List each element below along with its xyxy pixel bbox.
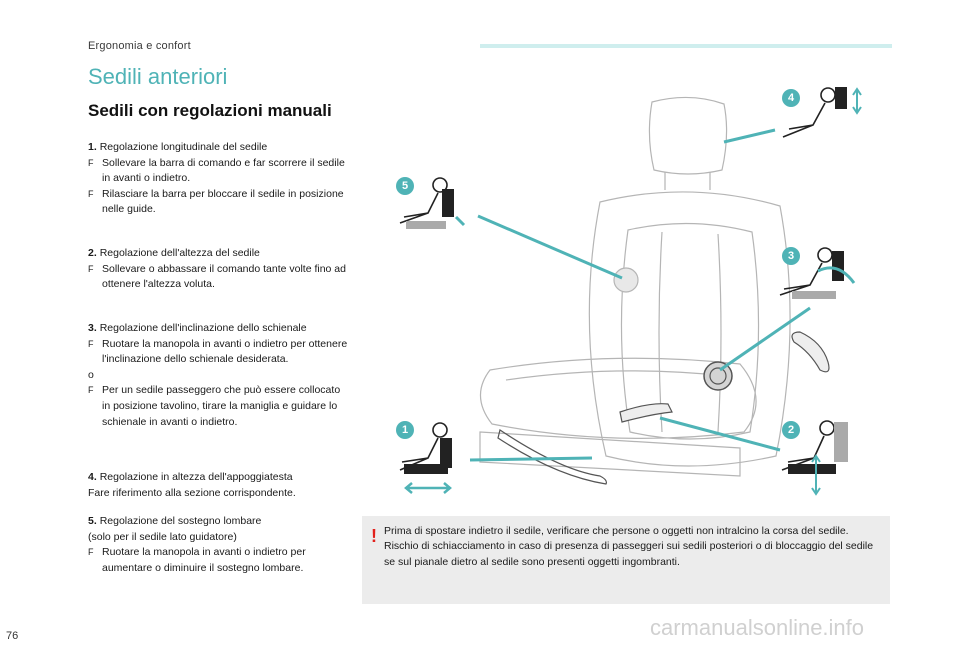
item-1-step-1: Sollevare la barra di comando e far scor… xyxy=(102,156,345,185)
bullet-icon: F xyxy=(88,188,94,199)
warning-box: ! Prima di spostare indietro il sedile, … xyxy=(362,516,890,604)
section-label: Ergonomia e confort xyxy=(88,40,191,52)
warning-icon: ! xyxy=(371,526,377,546)
backrest-shape xyxy=(588,191,791,467)
item-5-title: Regolazione del sostegno lombare xyxy=(99,515,262,527)
footer-watermark: carmanualsonline.info xyxy=(650,615,865,640)
bullet-icon: F xyxy=(88,338,94,349)
warning-line-1: Prima di spostare indietro il sedile, ve… xyxy=(384,525,849,537)
item-5-num: 5. xyxy=(88,515,97,527)
item-2-step-1: Sollevare o abbassare il comando tante v… xyxy=(102,262,346,291)
item-4-text: Fare riferimento alla sezione corrispond… xyxy=(88,486,296,499)
item-3: 3. Regolazione dell'inclinazione dello s… xyxy=(88,321,350,430)
callout-2: 2 xyxy=(782,421,800,439)
callout-5: 5 xyxy=(396,177,414,195)
page-number: 76 xyxy=(6,630,19,642)
height-adjust-icon xyxy=(781,420,848,496)
item-4: 4. Regolazione in altezza dell'appoggiat… xyxy=(88,470,350,501)
bullet-icon: F xyxy=(88,157,94,168)
longitudinal-adjust-icon xyxy=(399,422,452,494)
item-1-title: Regolazione longitudinale del sedile xyxy=(99,141,268,153)
header-bar xyxy=(480,44,892,48)
item-4-num: 4. xyxy=(88,471,97,483)
item-2: 2. Regolazione dell'altezza del sedile F… xyxy=(88,246,350,293)
item-1-num: 1. xyxy=(88,141,97,153)
backrest-tilt-icon xyxy=(779,247,856,299)
seat-illustration xyxy=(469,96,830,485)
item-3-num: 3. xyxy=(88,322,97,334)
item-5: 5. Regolazione del sostegno lombare (sol… xyxy=(88,514,350,576)
page-title: Sedili anteriori xyxy=(88,64,228,89)
item-5-step-1: Ruotare la manopola in avanti o indietro… xyxy=(102,546,306,574)
item-4-title: Regolazione in altezza dell'appoggiatest… xyxy=(99,471,293,483)
headrest-adjust-icon xyxy=(782,87,862,138)
bullet-icon: F xyxy=(88,385,94,396)
item-1-step-2: Rilasciare la barra per bloccare il sedi… xyxy=(102,187,344,216)
item-3-title: Regolazione dell'inclinazione dello schi… xyxy=(99,322,307,334)
item-3-step-2: Per un sedile passeggero che può essere … xyxy=(102,384,341,428)
cushion-shape xyxy=(479,357,757,439)
lumbar-adjust-icon xyxy=(399,177,466,229)
item-2-num: 2. xyxy=(88,247,97,259)
item-5-note: (solo per il sedile lato guidatore) xyxy=(88,530,237,543)
callout-1: 1 xyxy=(396,421,414,439)
callout-4: 4 xyxy=(782,89,800,107)
item-1: 1. Regolazione longitudinale del sedile … xyxy=(88,140,350,218)
bullet-icon: F xyxy=(88,547,94,558)
headrest-shape xyxy=(648,96,728,175)
subtitle: Sedili con regolazioni manuali xyxy=(88,101,332,120)
item-3-or: o xyxy=(88,368,94,381)
bullet-icon: F xyxy=(88,263,94,274)
item-2-title: Regolazione dell'altezza del sedile xyxy=(99,247,260,259)
callout-3: 3 xyxy=(782,247,800,265)
item-3-step-1: Ruotare la manopola in avanti o indietro… xyxy=(102,337,348,366)
warning-line-2: Rischio di schiacciamento in caso di pre… xyxy=(384,540,874,568)
